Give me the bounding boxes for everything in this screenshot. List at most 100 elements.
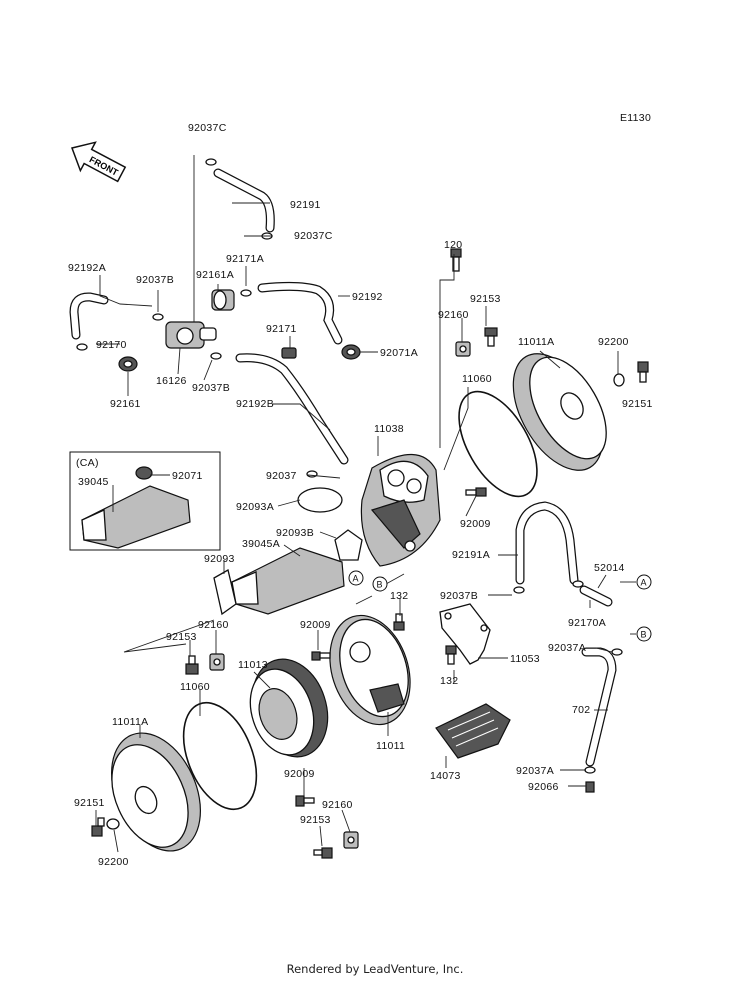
bolt-132-upper: [393, 613, 405, 631]
svg-text:A: A: [353, 574, 359, 584]
ring-11060-lower: [182, 701, 258, 811]
part-label: 92037A: [516, 765, 554, 777]
inset-box: [69, 451, 221, 551]
part-label: 92037: [266, 470, 297, 482]
part-label: 132: [440, 675, 458, 687]
part-label: 92171: [266, 323, 297, 335]
bolt-92009-upper: [465, 487, 487, 497]
bracket-11053: [439, 603, 491, 665]
part-label: 132: [390, 590, 408, 602]
spacer-92160-bottom: [343, 831, 359, 849]
part-label: 92171A: [226, 253, 264, 265]
part-label: 92170: [96, 339, 127, 351]
part-label: 92200: [98, 856, 129, 868]
part-label: 92037B: [192, 382, 230, 394]
part-label: 120: [444, 239, 462, 251]
part-label: 92093: [204, 553, 235, 565]
part-labels: 92037C 92191 92037C 120 92192A 92037B 92…: [68, 122, 653, 868]
bolt-120: [450, 248, 462, 272]
part-label: 92066: [528, 781, 559, 793]
part-label: 11011A: [518, 336, 554, 348]
backing-plate-11038: [360, 453, 441, 567]
ring-11060-upper: [458, 390, 538, 498]
duct-39045: [81, 466, 191, 549]
part-label: 92192B: [236, 398, 274, 410]
marker-a-left: A: [348, 570, 364, 586]
part-label: 39045: [78, 476, 109, 488]
part-label: 92037B: [440, 590, 478, 602]
part-label: 92093A: [236, 501, 274, 513]
part-label: 92161: [110, 398, 141, 410]
washer-92200-lower: [106, 818, 120, 830]
part-label: 11038: [374, 423, 404, 435]
bolt-92153-bottom: [313, 847, 333, 859]
bolt-92009-lower-b: [295, 795, 315, 807]
part-label: 92191A: [452, 549, 490, 561]
part-label: 11053: [510, 653, 540, 665]
marker-b-left: B: [372, 576, 388, 592]
part-label: 11011: [376, 740, 405, 752]
part-label: 92153: [166, 631, 197, 643]
part-label: 92093B: [276, 527, 314, 539]
bolt-132-lower: [445, 645, 457, 665]
part-label: 92161A: [196, 269, 234, 281]
part-label: 11011A: [112, 716, 148, 728]
part-label: 11013: [238, 659, 268, 671]
hose-92191a: [513, 501, 613, 607]
part-label: 92071A: [380, 347, 418, 359]
part-label: 92037C: [294, 230, 333, 242]
part-label: 92071: [172, 470, 203, 482]
base-11011: [329, 614, 411, 726]
bolt-92153-upper: [484, 327, 498, 347]
svg-text:B: B: [377, 580, 383, 590]
part-label: 92009: [284, 768, 315, 780]
part-label: 92009: [300, 619, 331, 631]
duct-39045a: [231, 547, 345, 615]
part-label: 92037B: [136, 274, 174, 286]
cover-11011a-upper: [512, 353, 607, 471]
part-label: 92192: [352, 291, 383, 303]
part-label: 92200: [598, 336, 629, 348]
bolt-92151-upper: [637, 361, 649, 383]
part-label: 92009: [460, 518, 491, 530]
part-label: 16126: [156, 375, 187, 387]
bolt-92009-lower-a: [311, 651, 331, 661]
part-label: 92151: [74, 797, 105, 809]
marker-a-right: A: [636, 574, 652, 590]
part-label: 11060: [462, 373, 492, 385]
part-label: 14073: [430, 770, 461, 782]
part-label: 92151: [622, 398, 653, 410]
inset-label: (CA): [76, 457, 99, 469]
cover-11011a-lower: [111, 732, 201, 852]
diagram-code: E1130: [620, 112, 651, 124]
bolt-92153-lower: [185, 655, 199, 675]
part-14073: [435, 703, 511, 759]
part-label: 92160: [438, 309, 469, 321]
element-11013: [249, 658, 329, 758]
bolt-92151-lower: [91, 817, 105, 837]
part-label: 702: [572, 704, 590, 716]
part-label: 92153: [300, 814, 331, 826]
part-label: 92191: [290, 199, 321, 211]
footer-credit: Rendered by LeadVenture, Inc.: [286, 962, 464, 976]
gasket-92093: [213, 569, 237, 616]
hose-702: [581, 647, 623, 793]
spacer-92160-upper: [455, 341, 471, 357]
part-label: 92192A: [68, 262, 106, 274]
part-label: 92153: [470, 293, 501, 305]
part-label: 39045A: [242, 538, 280, 550]
svg-text:A: A: [641, 578, 647, 588]
washer-92200-upper: [613, 373, 625, 387]
part-label: 92160: [322, 799, 353, 811]
svg-text:B: B: [641, 630, 647, 640]
marker-b-right: B: [636, 626, 652, 642]
front-arrow-icon: FRONT: [71, 141, 127, 183]
part-label: 92160: [198, 619, 229, 631]
gasket-92093a: [297, 487, 343, 513]
spacer-92160-lower: [209, 653, 225, 671]
hose-assembly-top: [69, 158, 361, 478]
part-label: 92037C: [188, 122, 227, 134]
part-label: 52014: [594, 562, 625, 574]
part-label: 11060: [180, 681, 210, 693]
